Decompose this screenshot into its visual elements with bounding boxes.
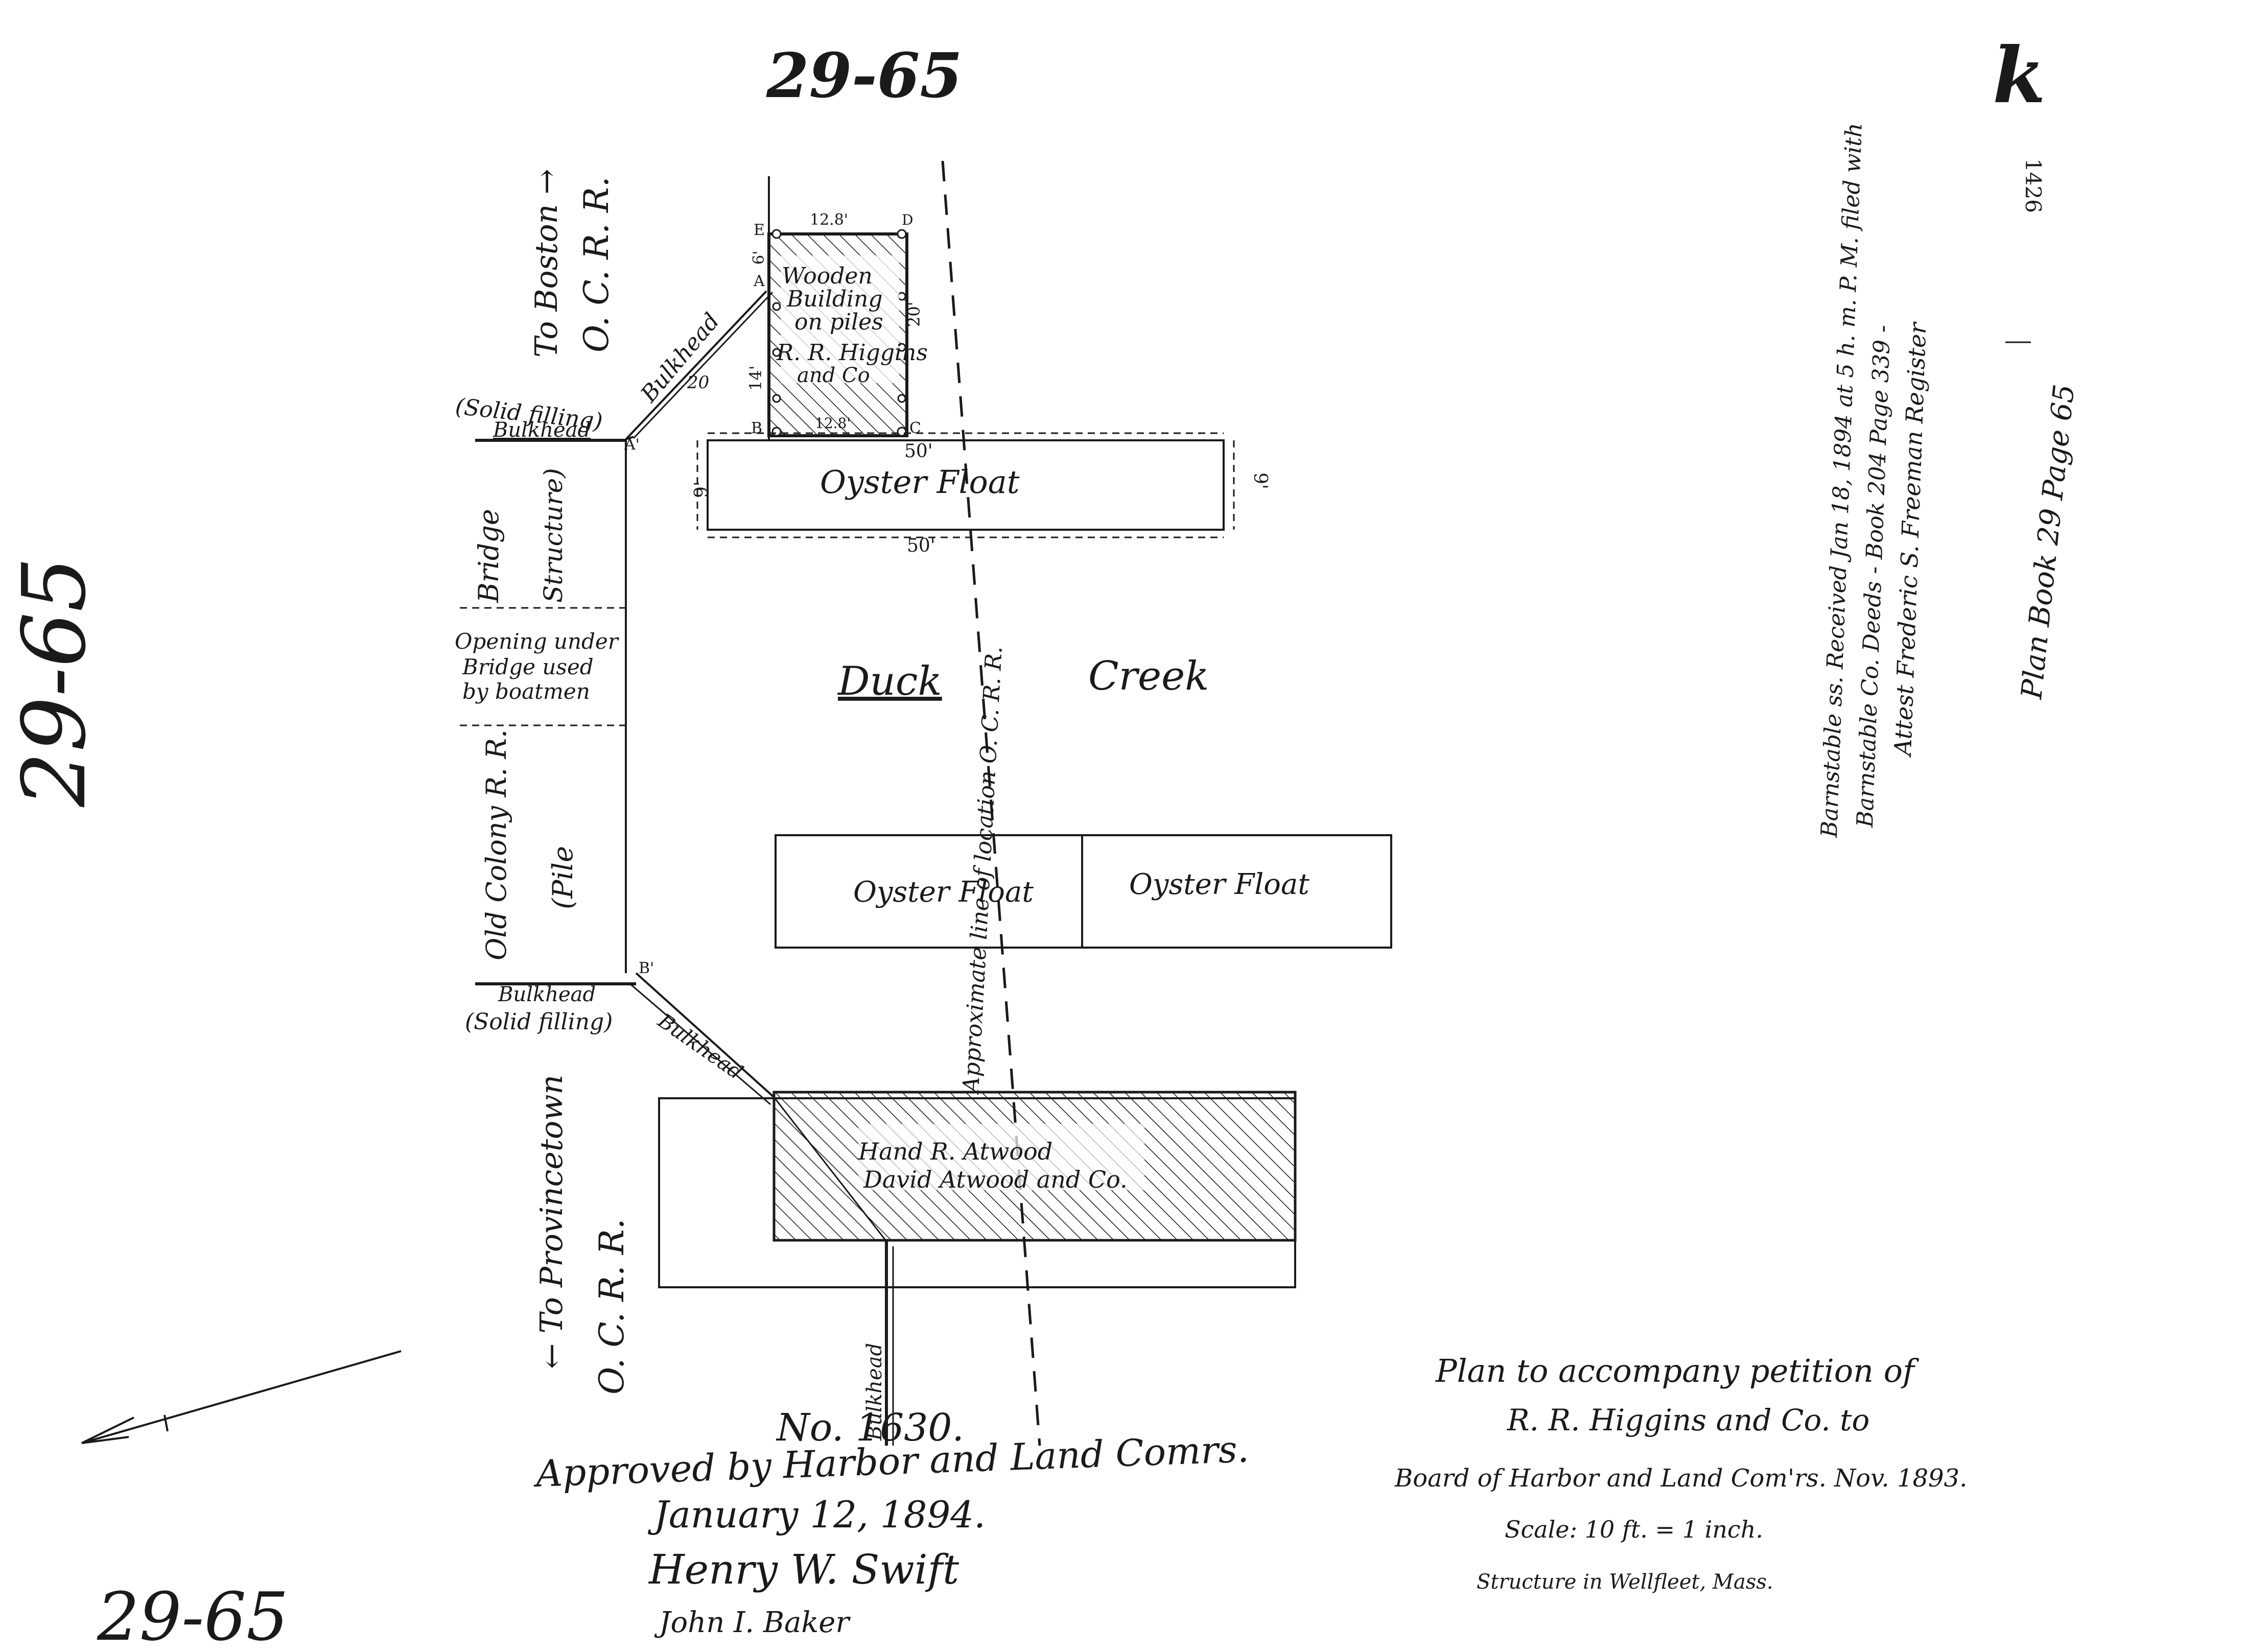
- bulkhead-top-left-label: Bulkhead: [493, 418, 591, 442]
- building-label-4: R. R. Higgins: [776, 340, 928, 366]
- bridge-label: Bridge: [473, 509, 505, 603]
- structure-label: Structure): [538, 468, 568, 603]
- to-provincetown-label: ← To Provincetown: [534, 1075, 570, 1369]
- title-line-2: R. R. Higgins and Co. to: [1507, 1403, 1869, 1437]
- dim-float-top-width: 50': [904, 441, 933, 462]
- point-b-prime: B': [639, 959, 654, 977]
- bulkhead-diag-bottom-label: Bulkhead: [653, 1009, 747, 1084]
- corner-mark: k: [1993, 31, 2046, 121]
- plan-number: 29-65: [766, 40, 963, 112]
- point-a: A: [753, 272, 765, 290]
- to-boston-label: To Boston →: [529, 169, 565, 358]
- point-d: D: [902, 211, 913, 228]
- oyster-float-right-label: Oyster Float: [1129, 868, 1309, 901]
- duck-label: Duck: [837, 658, 942, 704]
- atwood-label-2: David Atwood and Co.: [863, 1166, 1128, 1193]
- opening-label-2: Bridge used: [462, 654, 594, 679]
- dim-bottom-width: 12.8': [815, 415, 851, 432]
- atwood-wharf: [658, 1091, 1297, 1288]
- dim-right-side: 20': [904, 301, 924, 327]
- registry-line-3: Attest Frederic S. Freeman Register: [1889, 321, 1932, 759]
- dim-float-right-height: 9': [1250, 473, 1271, 489]
- building-label-3: on piles: [794, 309, 883, 335]
- point-b: B: [751, 419, 762, 437]
- creek-label: Creek: [1088, 653, 1209, 699]
- bulkhead-vertical-label: Bulkhead: [863, 1343, 886, 1441]
- ocrr-bottom-label: O. C. R. R.: [592, 1218, 631, 1395]
- building-label-1: Wooden: [782, 263, 873, 289]
- dim-offset: 6': [750, 251, 768, 265]
- atwood-label-1: Hand R. Atwood: [858, 1138, 1052, 1165]
- bulkhead-diag-num: 20: [687, 372, 709, 393]
- title-structure: Structure in Wellfleet, Mass.: [1477, 1570, 1773, 1594]
- page-reference: 1426: [2021, 158, 2046, 213]
- ocrr-top-label: O. C. R. R.: [577, 176, 616, 352]
- opening-label-3: by boatmen: [462, 679, 590, 704]
- approval-number: No. 1630.: [776, 1406, 964, 1450]
- pile-label: (Pile: [547, 846, 579, 909]
- location-line-label: Approximate line of location O. C. R. R.: [958, 646, 1008, 1096]
- bulkhead-diag-top-label: Bulkhead: [636, 308, 725, 408]
- building-label-5: and Co: [797, 364, 870, 387]
- title-line-3: Board of Harbor and Land Com'rs. Nov. 18…: [1394, 1464, 1967, 1493]
- signature-swift: Henry W. Swift: [648, 1546, 959, 1593]
- oyster-float-left-label: Oyster Float: [853, 876, 1034, 909]
- dim-left-side: 14': [746, 365, 765, 391]
- signature-baker: John I. Baker: [654, 1606, 851, 1639]
- dim-top-width: 12.8': [810, 211, 848, 229]
- old-colony-label: Old Colony R. R.: [480, 729, 512, 960]
- building-label-2: Building: [786, 286, 883, 312]
- north-arrow: [81, 1350, 402, 1444]
- oyster-float-top: [696, 432, 1235, 538]
- plan-book-reference: Plan Book 29 Page 65: [2015, 383, 2081, 701]
- point-e: E: [754, 221, 765, 239]
- bulkhead-bottom-left-label: Bulkhead: [498, 983, 596, 1006]
- oyster-float-top-label: Oyster Float: [820, 463, 1020, 501]
- dim-float-bottom-width: 50': [907, 535, 935, 556]
- title-line-1: Plan to accompany petition of: [1435, 1352, 1919, 1389]
- title-scale: Scale: 10 ft. = 1 inch.: [1505, 1516, 1763, 1543]
- location-line: [941, 160, 1041, 1446]
- solid-filling-bottom-label: (Solid filling): [465, 1009, 613, 1035]
- dim-float-left-height: 9': [691, 481, 712, 498]
- point-c: C: [909, 419, 921, 437]
- wooden-building: [767, 176, 908, 439]
- approval-date: January 12, 1894.: [647, 1493, 986, 1536]
- oyster-floats-middle: [775, 834, 1392, 949]
- point-a-prime: A': [624, 436, 640, 454]
- opening-label-1: Opening under: [455, 629, 620, 654]
- side-plan-number: 29-65: [4, 557, 105, 808]
- bottom-plan-number: 29-65: [97, 1578, 289, 1652]
